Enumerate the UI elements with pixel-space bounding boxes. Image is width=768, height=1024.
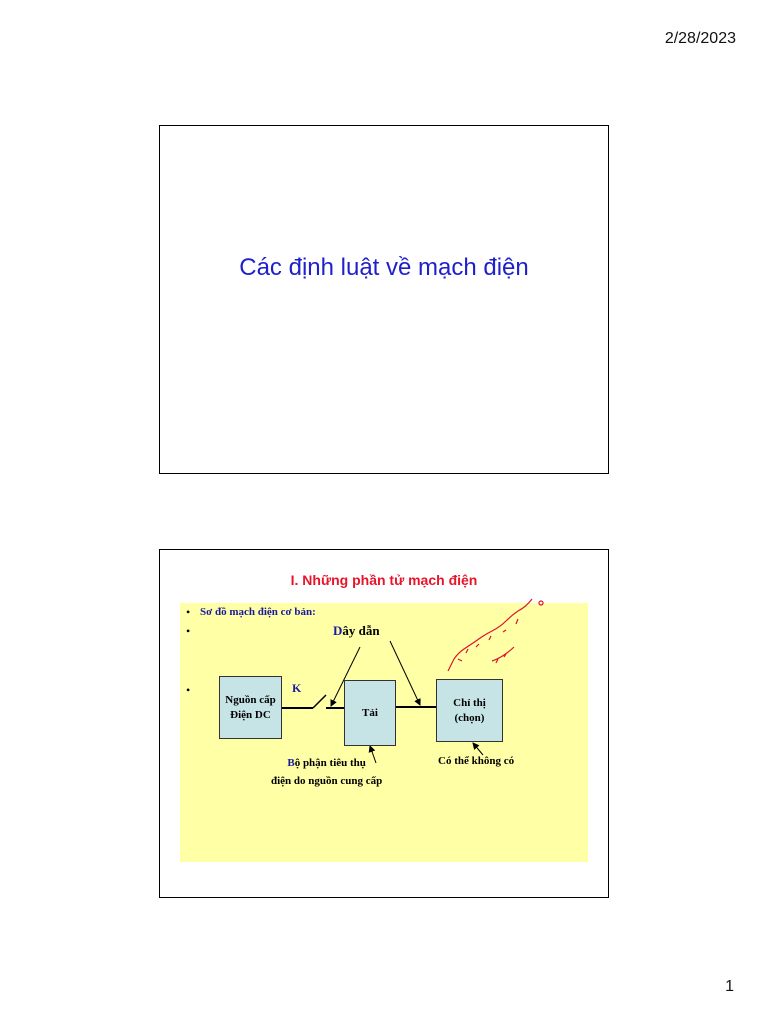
load-box: Tải — [344, 680, 396, 746]
content-panel: • Sơ đồ mạch điện cơ bản: • • — [180, 598, 588, 862]
wire-label: Dây dẫn — [333, 623, 380, 638]
page-date: 2/28/2023 — [664, 30, 736, 47]
slide-title: Các định luật về mạch điện — [239, 254, 529, 281]
circuit-diagram-lines — [282, 598, 544, 764]
dc-source-line1: Nguồn cấp — [225, 693, 276, 706]
dc-source-box: Nguồn cấp Điện DC — [219, 676, 282, 739]
bullet-text: Sơ đồ mạch điện cơ bản: — [200, 606, 316, 618]
slide-circuit-elements: I. Những phần tử mạch điện • Sơ đồ mạch … — [159, 549, 609, 898]
bullet-marker: • — [186, 605, 191, 619]
indicator-box: Chỉ thị (chọn) — [436, 679, 503, 742]
bullet-marker: • — [186, 683, 191, 697]
handwritten-note — [447, 598, 544, 672]
optional-caption: Có thể không có — [438, 755, 515, 767]
slide-heading: I. Những phần tử mạch điện — [290, 572, 478, 588]
dc-source-line2: Điện DC — [230, 708, 271, 721]
consumer-caption: Bộ phận tiêu thụ điện do nguồn cung cấp — [271, 757, 383, 787]
load-label: Tải — [362, 706, 378, 719]
switch-label: K — [292, 681, 302, 695]
bullet-marker: • — [186, 624, 191, 638]
slide-title-card: Các định luật về mạch điện — [159, 125, 609, 474]
indicator-line2: (chọn) — [454, 711, 485, 724]
page-number: 1 — [725, 978, 734, 995]
indicator-line1: Chỉ thị — [453, 696, 486, 709]
